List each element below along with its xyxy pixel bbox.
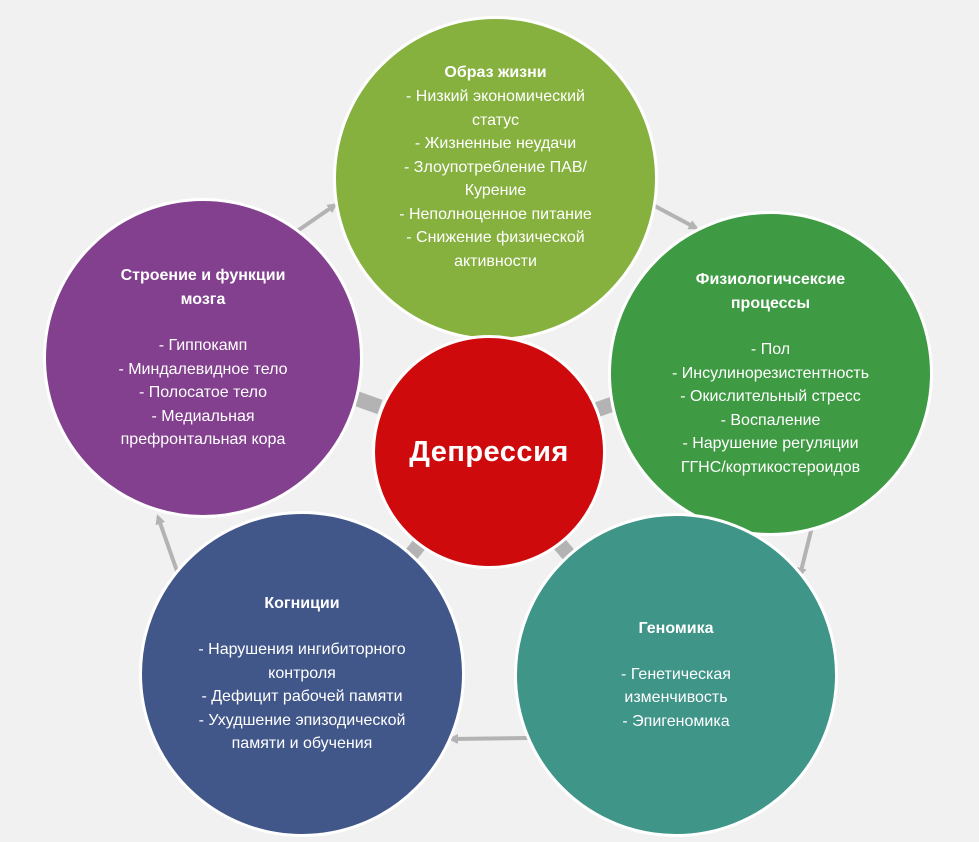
cognition-item: - Дефицит рабочей памяти — [201, 688, 403, 706]
lifestyle-item: - Низкий экономический статус — [406, 88, 585, 129]
physiology-item: - Воспаление — [720, 411, 821, 429]
brain-item: - Миндалевидное тело — [118, 360, 288, 378]
node-genomics-title: Геномика — [638, 619, 714, 637]
genomics-item: - Генетическая изменчивость — [621, 665, 731, 707]
physiology-item: - Окислительный стресс — [680, 388, 861, 405]
node-genomics: Геномика - Генетическая изменчивость - Э… — [514, 513, 838, 837]
node-lifestyle-title: Образ жизни — [444, 64, 547, 81]
cognition-item: - Ухудшение эпизодической памяти и обуче… — [198, 711, 406, 753]
cognition-item: - Нарушения ингибиторного контроля — [198, 641, 406, 682]
node-cognition: Когниции - Нарушения ингибиторного контр… — [139, 511, 465, 837]
arrow-cognition-to-brain — [155, 514, 180, 575]
node-physiology-title: Физиологичсексие процессы — [695, 271, 846, 312]
node-brain: Строение и функции мозга - Гиппокамп - М… — [43, 198, 363, 518]
arrow-lifestyle-to-physiology — [652, 203, 699, 230]
lifestyle-item: - Злоупотребление ПАВ/ Курение — [404, 158, 587, 200]
node-brain-title: Строение и функции мозга — [120, 267, 286, 309]
genomics-item: - Эпигеномика — [622, 712, 730, 730]
physiology-item: - Инсулинорезистентность — [671, 364, 870, 382]
brain-item: - Гиппокамп — [158, 337, 248, 355]
node-center-label: Депрессия — [409, 436, 569, 468]
lifestyle-item: - Жизненные неудачи — [414, 135, 577, 152]
node-center: Депрессия — [372, 335, 606, 569]
brain-item: - Медиальная префронтальная кора — [120, 407, 286, 449]
node-cognition-title: Когниции — [264, 595, 340, 613]
node-lifestyle: Образ жизни - Низкий экономический стату… — [333, 16, 658, 341]
physiology-item: - Пол — [750, 341, 791, 358]
node-physiology: Физиологичсексие процессы - Пол - Инсули… — [608, 211, 933, 536]
lifestyle-item: - Снижение физической активности — [406, 229, 585, 270]
arrow-genomics-to-cognition — [448, 733, 529, 744]
lifestyle-item: - Неполноценное питание — [399, 205, 592, 223]
brain-item: - Полосатое тело — [138, 384, 268, 402]
physiology-item: - Нарушение регуляции ГГНС/кортикостерои… — [680, 435, 861, 476]
